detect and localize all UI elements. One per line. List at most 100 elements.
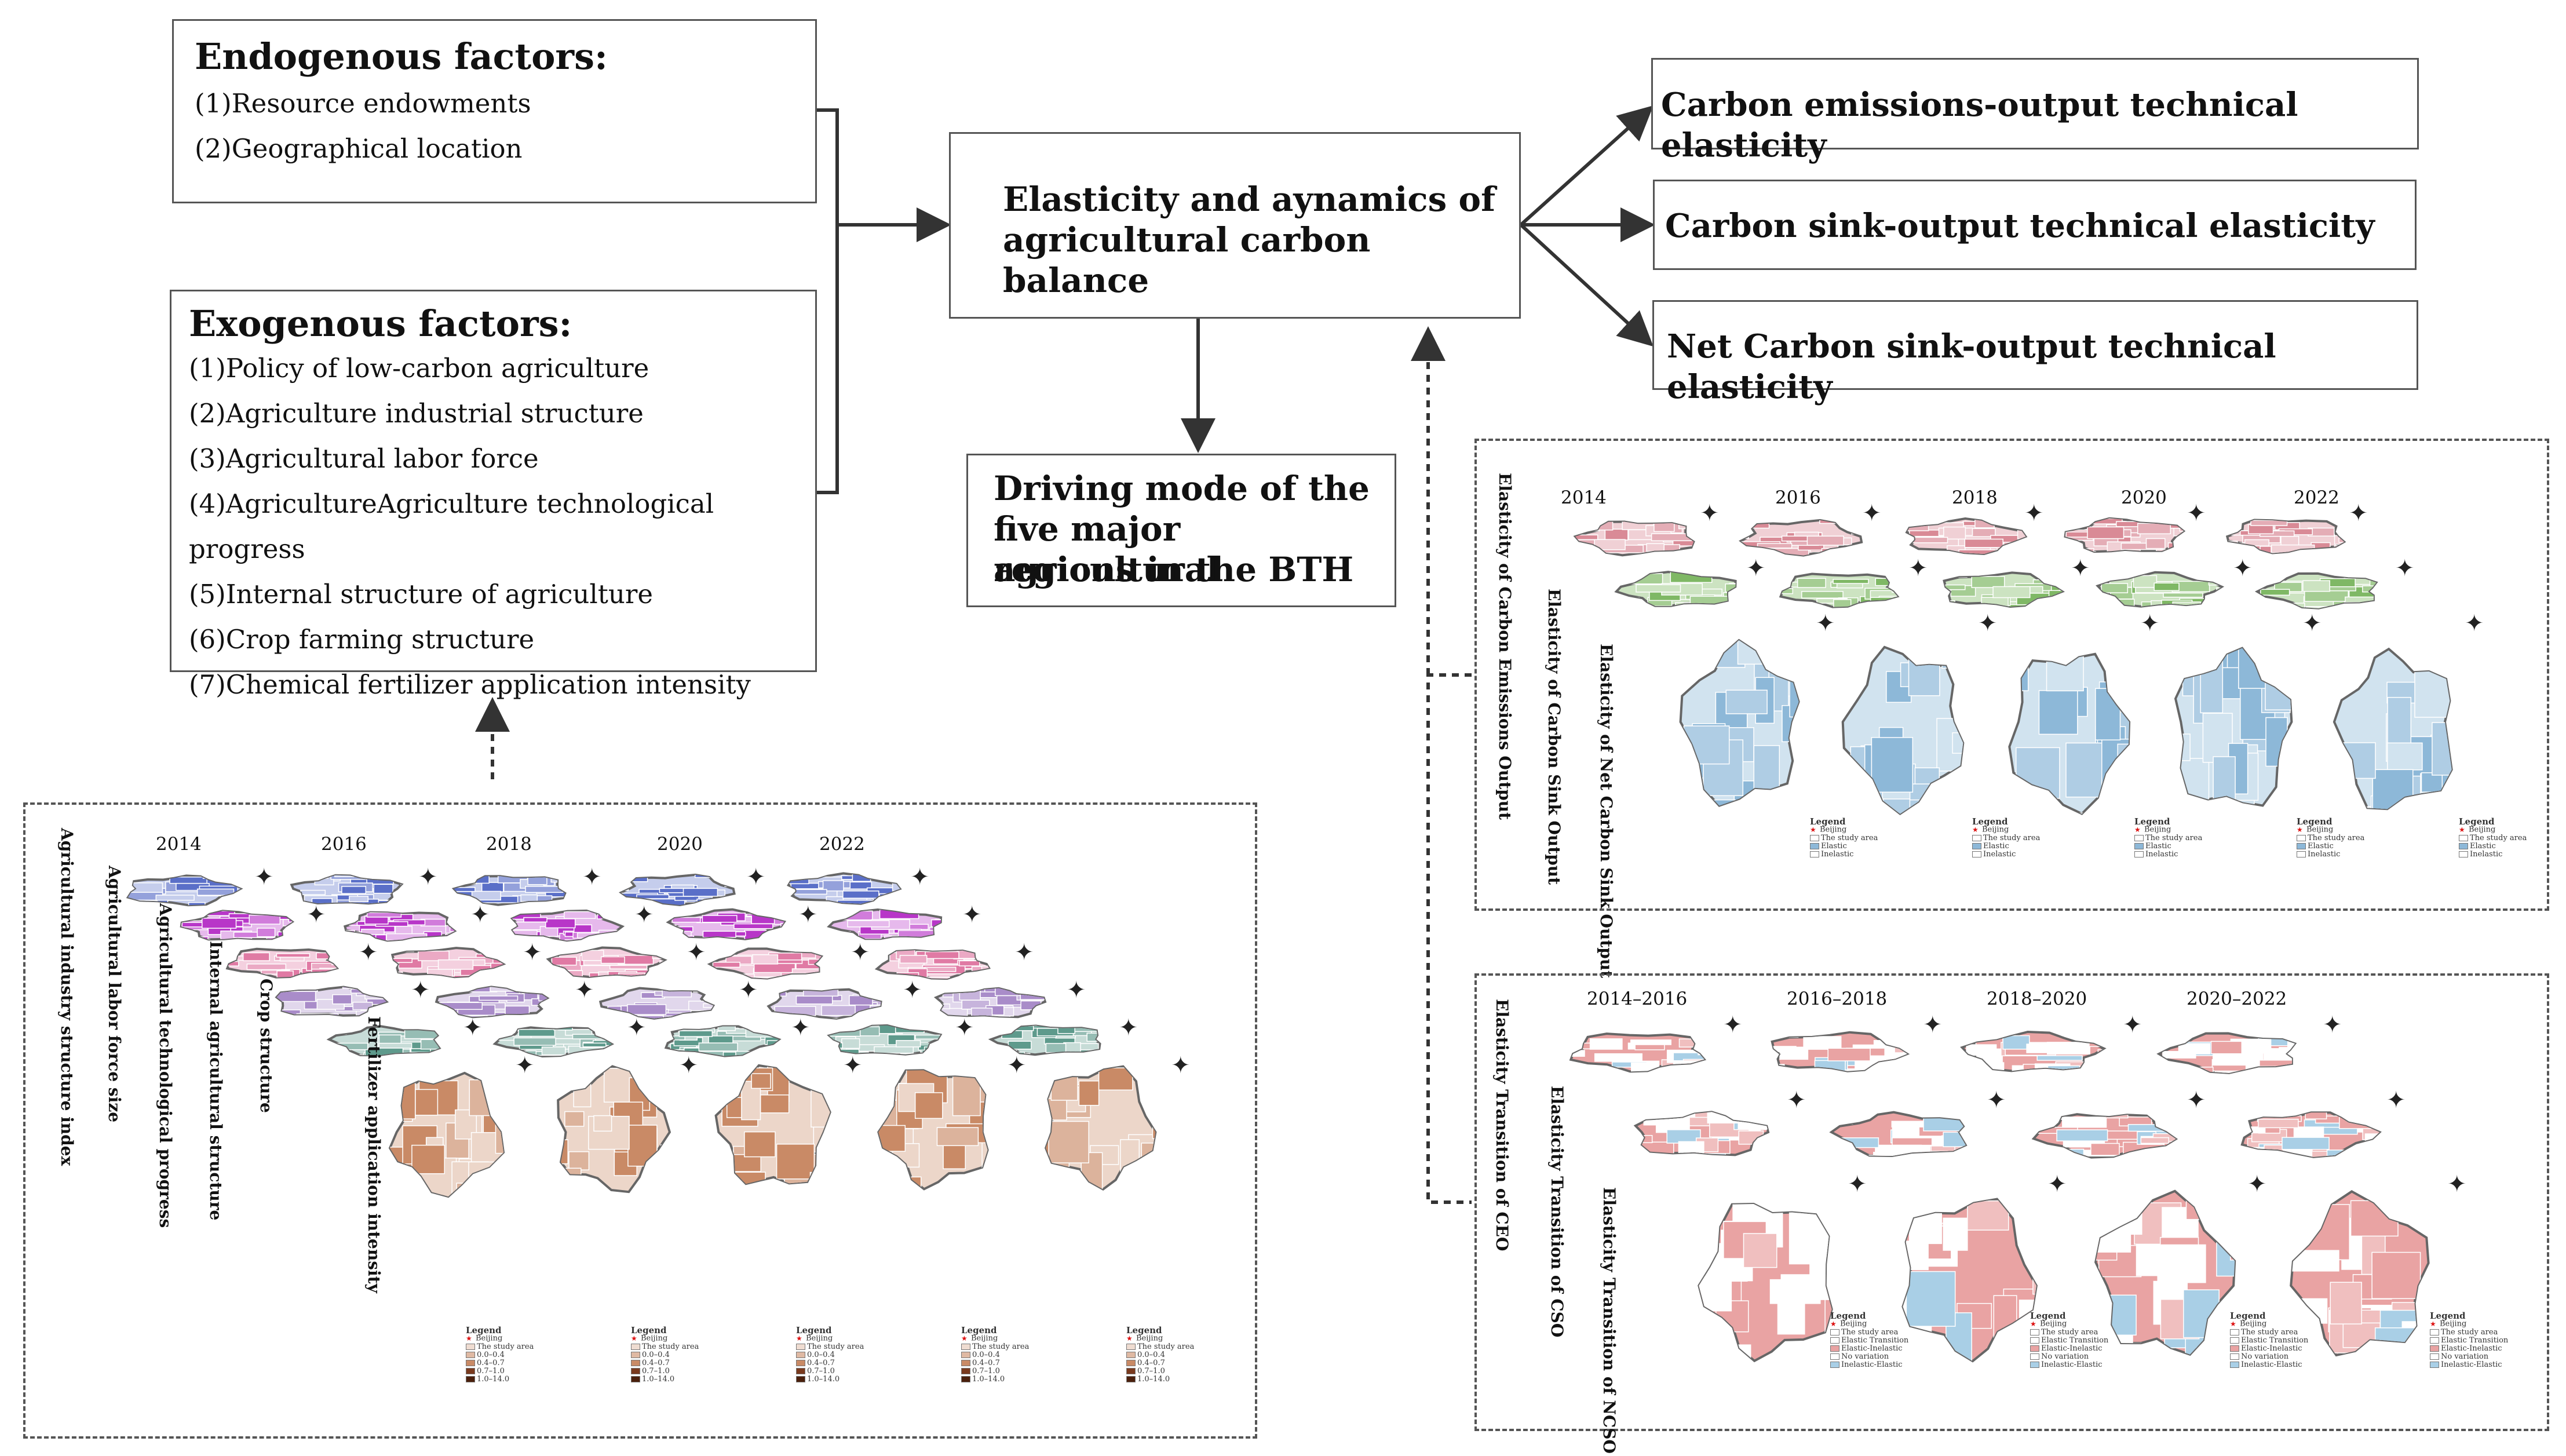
legend-item: ★Beijing [1972, 825, 2009, 834]
exogenous-item: (7)Chemical fertilizer application inten… [189, 669, 751, 700]
driving-line-2: five major agricultural [994, 509, 1220, 589]
legend-item: ★Beijing [2030, 1319, 2067, 1329]
north-arrow-icon: ✦ [962, 902, 982, 928]
legend-item: 0.4–0.7 [1126, 1359, 1194, 1367]
legend-item: Elastic-Inelastic [1830, 1344, 1908, 1353]
left-map-l4-m0 [326, 1025, 441, 1057]
north-arrow-icon: ✦ [418, 864, 438, 891]
driving-line-3: regions in the BTH [994, 550, 1354, 589]
endogenous-factors-box: Endogenous factors: (1)Resource endowmen… [172, 19, 817, 203]
rt-map-l2-m3 [2174, 647, 2293, 807]
north-arrow-icon: ✦ [306, 902, 326, 928]
north-arrow-icon: ✦ [634, 902, 654, 928]
endogenous-item: (2)Geographical location [195, 133, 523, 165]
legend-item: 0.7–1.0 [1126, 1367, 1194, 1375]
endogenous-title: Endogenous factors: [195, 35, 608, 78]
left-map-l2-m0 [225, 947, 340, 979]
left-map-l3-m1 [435, 986, 550, 1019]
rb-map-l2-m1 [1901, 1198, 2038, 1363]
north-arrow-icon: ✦ [2187, 1087, 2206, 1114]
legend-item: Elastic Transition [1830, 1336, 1908, 1345]
legend-item: Elastic-Inelastic [2230, 1344, 2308, 1353]
legend-item: Elastic-Inelastic [2430, 1344, 2508, 1353]
left-layer-label: Agricultural technological progress [156, 903, 175, 1228]
left-map-l4-m2 [664, 1025, 782, 1057]
left-layer-label: Fertilizer application intensity [364, 1016, 384, 1293]
legend-item: ★Beijing [2297, 825, 2334, 834]
north-arrow-icon: ✦ [1746, 555, 1766, 582]
legend-item: Elastic [1972, 842, 2040, 851]
rb-map-l2-m0 [1698, 1202, 1833, 1363]
left-year-label: 2016 [321, 834, 367, 855]
north-arrow-icon: ✦ [2247, 1171, 2267, 1198]
dotted-connector-right [1426, 673, 1472, 1204]
north-arrow-icon: ✦ [1014, 939, 1034, 966]
legend-item: Inelastic-Elastic [2230, 1360, 2308, 1369]
right-top-map-layers [1573, 517, 2453, 815]
legend-item: ★Beijing [631, 1334, 668, 1343]
north-arrow-icon: ✦ [1978, 610, 1998, 637]
north-arrow-icon: ✦ [746, 864, 766, 891]
exogenous-item: (5)Internal structure of agriculture [189, 579, 653, 610]
legend-item: 0.4–0.7 [466, 1359, 534, 1367]
rt-layer-label: Elasticity of Carbon Emissions Output [1495, 473, 1514, 820]
left-map-l3-m0 [275, 986, 389, 1017]
legend-item: The study area [2134, 834, 2202, 842]
legend-title: Legend [961, 1325, 997, 1335]
north-arrow-icon: ✦ [411, 977, 430, 1003]
legend-title: Legend [2030, 1311, 2066, 1321]
north-arrow-icon: ✦ [1908, 555, 1928, 582]
left-map-l1-m0 [180, 910, 295, 941]
rt-year-label: 2016 [1775, 487, 1821, 508]
legend-item: 1.0–14.0 [961, 1375, 1029, 1384]
left-year-label: 2014 [156, 834, 202, 855]
left-layer-label: Agricultural industry structure index [57, 828, 76, 1166]
left-map-panel: 2014 2016 2018 2020 2022 Agricultural in… [23, 802, 1257, 1439]
north-arrow-icon: ✦ [2047, 1171, 2067, 1198]
rb-map-l0-m3 [2156, 1032, 2297, 1074]
rb-map-l2-m3 [2290, 1190, 2430, 1357]
legend-item: The study area [2230, 1328, 2308, 1337]
rb-map-l1-m2 [2031, 1113, 2178, 1159]
legend-item: The study area [1830, 1328, 1908, 1337]
center-line-1: Elasticity and aynamics of [1003, 180, 1496, 219]
north-arrow-icon: ✦ [470, 902, 490, 928]
right-bottom-map-layers [1569, 1030, 2430, 1363]
north-arrow-icon: ✦ [2447, 1171, 2467, 1198]
legend-item: No variation [2230, 1352, 2308, 1361]
legend-item: The study area [466, 1342, 534, 1351]
rt-year-label: 2020 [2121, 487, 2167, 508]
north-arrow-icon: ✦ [843, 1052, 863, 1079]
rb-period-label: 2018–2020 [1987, 988, 2087, 1009]
legend-item: ★Beijing [796, 1334, 833, 1343]
center-box: Elasticity and aynamics of agricultural … [949, 132, 1521, 319]
legend-item: ★Beijing [961, 1334, 998, 1343]
left-map-l2-m4 [874, 949, 991, 980]
legend-item: Inelastic [1972, 850, 2040, 859]
north-arrow-icon: ✦ [2302, 610, 2322, 637]
rb-map-l0-m0 [1569, 1032, 1707, 1073]
north-arrow-icon: ✦ [798, 902, 818, 928]
output-label: Carbon sink-output technical elasticity [1665, 207, 2375, 245]
right-bottom-map-panel: 2014–2016 2016–2018 2018–2020 2020–2022 … [1474, 973, 2549, 1454]
rt-map-l1-m4 [2254, 572, 2378, 610]
legend-item: Inelastic [2134, 850, 2202, 859]
rb-map-l1-m3 [2240, 1111, 2382, 1158]
left-map-l2-m3 [707, 947, 824, 980]
rt-map-l2-m4 [2333, 647, 2453, 811]
left-map-l0-m3 [618, 873, 736, 907]
arrow-to-output-1 [1519, 105, 1654, 227]
legend-title: Legend [2459, 816, 2495, 827]
legend-item: 0.0–0.4 [1126, 1351, 1194, 1359]
output-label: Net Carbon sink-output technical elastic… [1667, 327, 2276, 406]
left-map-l1-m1 [343, 911, 457, 942]
legend-item: Inelastic-Elastic [2430, 1360, 2508, 1369]
left-map-l5-m1 [557, 1065, 671, 1194]
legend-title: Legend [631, 1325, 667, 1335]
